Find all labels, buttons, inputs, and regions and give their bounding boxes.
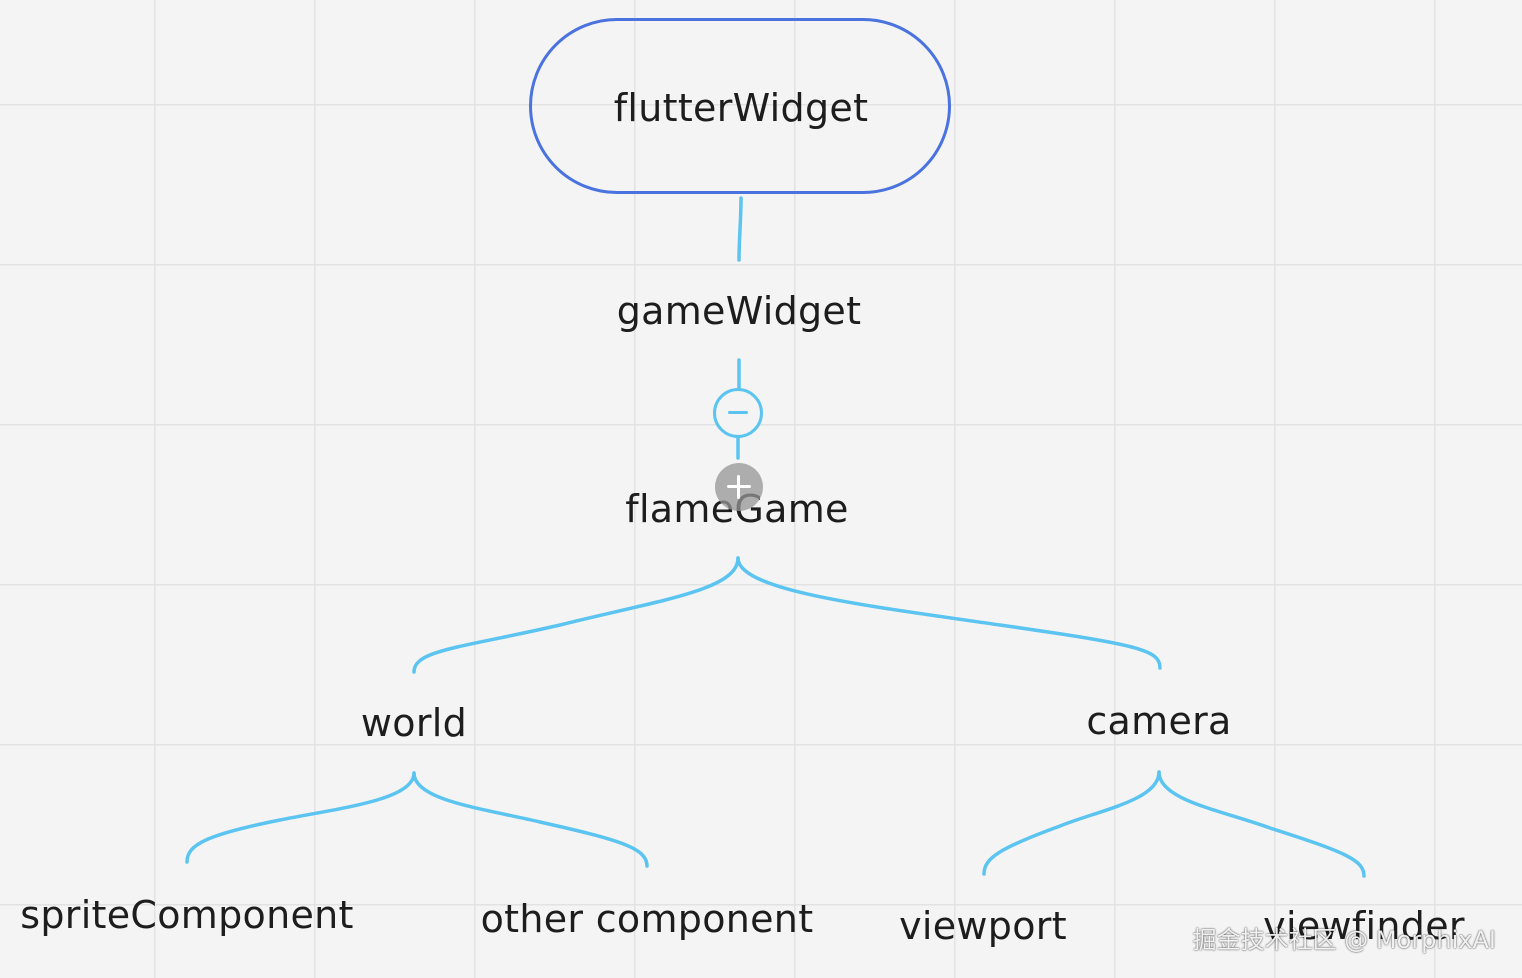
brace-world-to-othercomponent [412,771,649,868]
node-othercomponent[interactable]: other component [480,897,814,941]
node-viewfinder[interactable]: viewfinder [1263,904,1465,948]
node-world[interactable]: world [360,701,468,745]
brace-camera-to-viewfinder [1157,770,1366,878]
connector-root-to-gamewidget [737,196,743,262]
node-spritecomponent[interactable]: spriteComponent [20,893,354,937]
brace-flamegame-to-world [412,556,740,674]
root-node-shape[interactable] [529,18,951,194]
node-camera[interactable]: camera [1086,699,1232,743]
node-flutterwidget[interactable]: flutterWidget [613,86,869,130]
node-viewport[interactable]: viewport [899,904,1067,948]
minus-circle-icon[interactable] [713,388,763,438]
plus-circle-icon[interactable] [715,463,763,511]
brace-flamegame-to-camera [736,556,1162,670]
watermark: 掘金技术社区 @ MorphixAI [1192,926,1496,954]
node-gamewidget[interactable]: gameWidget [616,289,862,333]
brace-camera-to-viewport [982,770,1161,876]
brace-world-to-spritecomponent [185,771,416,864]
